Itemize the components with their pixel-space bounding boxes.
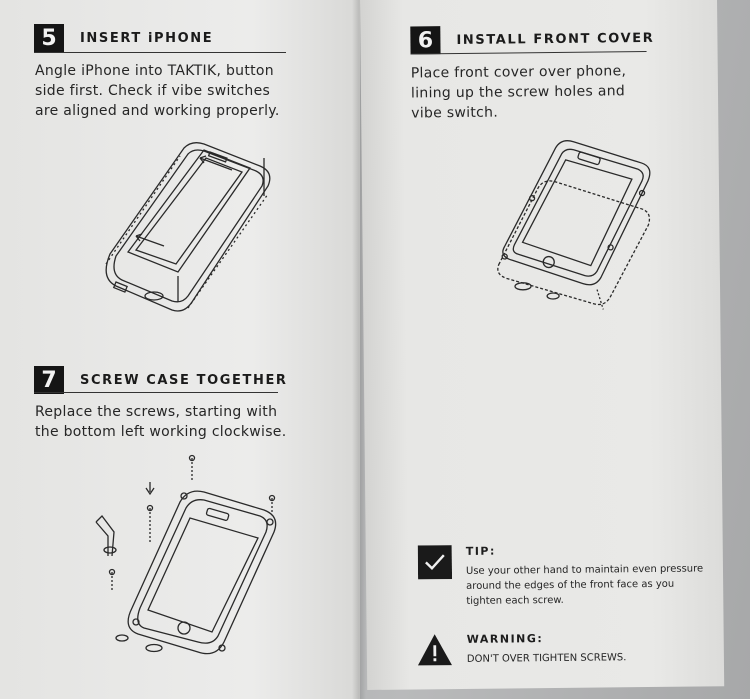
step-6-line-1: Place front cover over phone,: [410, 63, 627, 82]
step-5-instructions: Angle iPhone into TAKTIK, button side fi…: [35, 61, 280, 121]
warning-icon: [417, 634, 452, 666]
step-7-rule: [34, 392, 278, 393]
left-page: 5 INSERT iPHONE Angle iPhone into TAKTIK…: [0, 0, 360, 699]
step-7-line-1: Replace the screws, starting with: [35, 404, 278, 420]
step-5-header: 5 INSERT iPHONE: [34, 24, 213, 52]
step-5-line-2: side first. Check if vibe switches: [35, 83, 271, 99]
step-5-line-3: are aligned and working properly.: [35, 103, 280, 119]
step-6-instructions: Place front cover over phone, lining up …: [411, 61, 627, 123]
step-6-number: 6: [410, 26, 441, 55]
step-5-number: 5: [34, 24, 64, 52]
step-7-title: SCREW CASE TOGETHER: [80, 372, 288, 388]
screw-case-illustration: [92, 452, 288, 666]
step-6-line-2: lining up the screw holes and: [410, 83, 626, 102]
step-7-line-2: the bottom left working clockwise.: [35, 424, 287, 440]
step-5-rule: [34, 52, 286, 53]
front-cover-illustration: [491, 127, 659, 315]
tip-body: TIP: Use your other hand to maintain eve…: [466, 542, 704, 608]
warning-body: WARNING: DON'T OVER TIGHTEN SCREWS.: [467, 631, 627, 667]
step-5-title: INSERT iPHONE: [80, 30, 214, 46]
step-7-header: 7 SCREW CASE TOGETHER: [34, 366, 288, 394]
tip-title: TIP:: [465, 544, 496, 558]
step-7-instructions: Replace the screws, starting with the bo…: [35, 402, 286, 442]
tip-text: Use your other hand to maintain even pre…: [466, 561, 704, 608]
step-7-number: 7: [34, 366, 64, 394]
step-6-title: INSTALL FRONT COVER: [456, 30, 655, 48]
warning-title: WARNING:: [466, 632, 544, 646]
warning-note: WARNING: DON'T OVER TIGHTEN SCREWS.: [417, 631, 627, 667]
tip-note: TIP: Use your other hand to maintain eve…: [417, 542, 704, 609]
step-5-line-1: Angle iPhone into TAKTIK, button: [35, 63, 274, 79]
right-page: 6 INSTALL FRONT COVER Place front cover …: [360, 0, 725, 690]
tip-line-2: around the edges of the front face as yo…: [466, 578, 675, 592]
step-6-line-3: vibe switch.: [411, 104, 499, 122]
tip-line-3: tighten each screw.: [466, 594, 564, 607]
insert-iphone-illustration: [92, 136, 282, 320]
checkmark-icon: [417, 545, 453, 580]
step-6-header: 6 INSTALL FRONT COVER: [410, 24, 654, 55]
warning-line-1: DON'T OVER TIGHTEN SCREWS.: [466, 652, 627, 665]
warning-text: DON'T OVER TIGHTEN SCREWS.: [467, 650, 627, 667]
